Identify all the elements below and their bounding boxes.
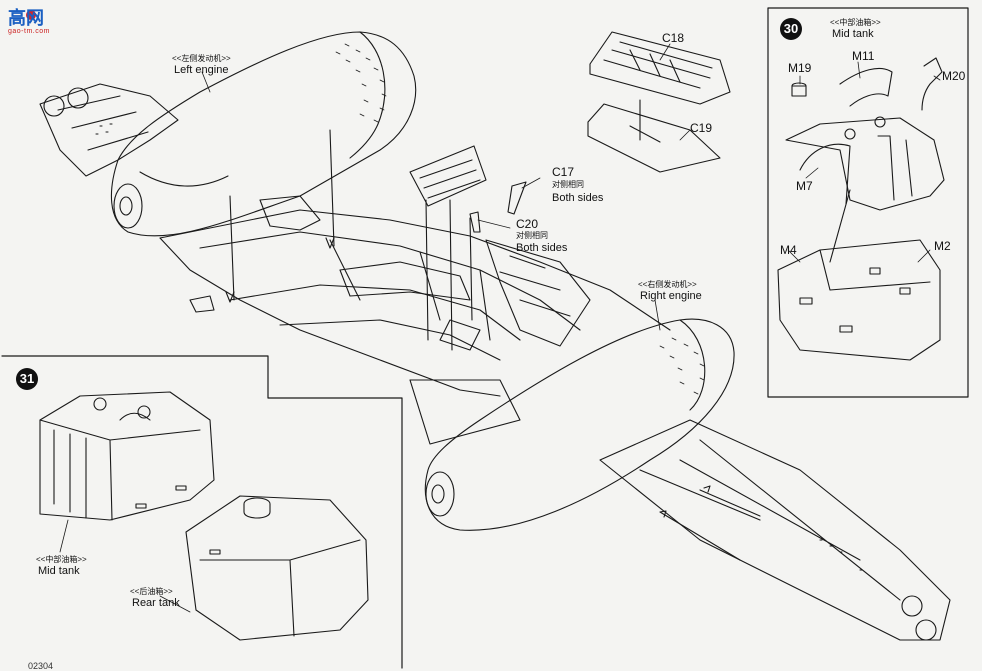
part-c17-note: Both sides xyxy=(552,192,604,204)
step31-tanks xyxy=(39,391,369,641)
step-31-badge: 31 xyxy=(16,368,38,390)
site-logo: 高网 gao-tm.com xyxy=(6,4,68,42)
leader-lines xyxy=(59,43,941,613)
part-m4-label: M4 xyxy=(780,243,797,257)
right-engine-label-zh: <<右侧发动机>> xyxy=(638,280,697,289)
rear-tank-label-zh: <<后油箱>> xyxy=(130,587,173,596)
part-c18 xyxy=(589,31,731,105)
part-m20-label: M20 xyxy=(942,69,966,83)
part-c17-c20 xyxy=(409,145,527,351)
right-engine xyxy=(424,318,735,531)
wing-center-section xyxy=(159,195,671,445)
part-c20-note: Both sides xyxy=(516,242,568,254)
right-outer-wing xyxy=(599,419,951,641)
part-m2-label: M2 xyxy=(934,239,951,253)
left-engine-label: Left engine xyxy=(174,64,229,76)
logo-mark: 高网 xyxy=(8,8,44,28)
panel-frames xyxy=(1,7,969,669)
rear-tank-label: Rear tank xyxy=(132,597,180,609)
left-outer-wing xyxy=(39,83,179,177)
left-engine xyxy=(110,31,417,303)
mid-tank-label: Mid tank xyxy=(832,28,874,40)
part-m7-label: M7 xyxy=(796,179,813,193)
part-c18-label: C18 xyxy=(662,31,685,45)
left-engine-label-zh: <<左侧发动机>> xyxy=(172,54,231,63)
part-c20-label: C20 xyxy=(516,217,539,231)
step-30-badge: 30 xyxy=(780,18,802,40)
part-c19-label: C19 xyxy=(690,121,713,135)
part-m19-label: M19 xyxy=(788,61,812,75)
mid-tank-label-zh: <<中部油箱>> xyxy=(830,18,881,27)
part-c17-label: C17 xyxy=(552,165,575,179)
part-c20-note-zh: 对侧相同 xyxy=(516,231,548,240)
part-c17-note-zh: 对侧相同 xyxy=(552,180,584,189)
logo-site: gao-tm.com xyxy=(8,28,50,35)
logo-dot-icon xyxy=(26,10,36,20)
step31-mid-tank-label-zh: <<中部油箱>> xyxy=(36,555,87,564)
step30-components xyxy=(777,57,945,361)
page-code: 02304 xyxy=(28,661,54,671)
part-m11-label: M11 xyxy=(852,49,875,63)
step31-mid-tank-label: Mid tank xyxy=(38,565,80,577)
part-c19 xyxy=(587,99,721,173)
right-engine-label: Right engine xyxy=(640,290,702,302)
